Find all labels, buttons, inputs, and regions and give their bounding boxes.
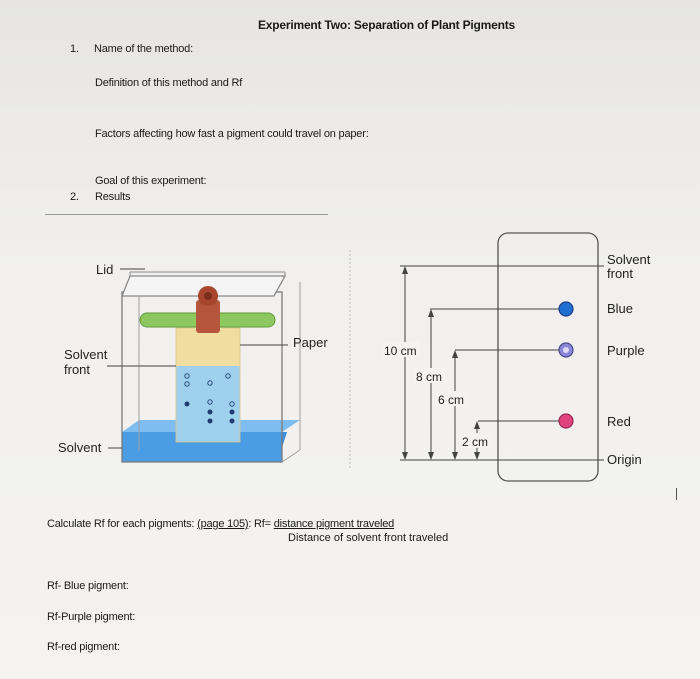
paper-label: Paper [293, 335, 328, 350]
chromatography-tank [107, 268, 301, 463]
left-solvent-front-label-1: Solvent [64, 347, 108, 362]
factors-label: Factors affecting how fast a pigment cou… [95, 128, 369, 140]
red-spot [558, 413, 574, 429]
right-solvent-front-label-1: Solvent [607, 252, 651, 267]
rf-red-label: Rf-red pigment: [47, 641, 120, 653]
pigment-spots [184, 373, 235, 424]
method-name-label: Name of the method: [94, 43, 193, 55]
dim-10cm-label: 10 cm [384, 344, 417, 358]
dim-6cm-label: 6 cm [438, 393, 464, 407]
goal-label: Goal of this experiment: [95, 175, 207, 187]
item-1-number: 1. [70, 43, 79, 55]
dim-2cm-label: 2 cm [462, 435, 488, 449]
calc-line: Calculate Rf for each pigments: (page 10… [47, 518, 394, 530]
blue-label: Blue [607, 301, 633, 316]
paper-clip [196, 300, 220, 333]
page-title: Experiment Two: Separation of Plant Pigm… [258, 18, 516, 32]
rf-purple-label: Rf-Purple pigment: [47, 611, 136, 623]
item-2-number: 2. [70, 191, 79, 203]
paper-strip [497, 232, 599, 482]
clip-knob-center [204, 292, 212, 300]
tank-lid [121, 275, 287, 297]
definition-label: Definition of this method and Rf [95, 77, 243, 89]
left-solvent-label: Solvent [58, 440, 102, 455]
right-solvent-front-label-2: front [607, 266, 633, 281]
dim-8cm-label: 8 cm [416, 370, 442, 384]
tank-bottom-edge [281, 449, 301, 463]
left-solvent-front-label-2: front [64, 362, 90, 377]
section-divider [45, 214, 328, 215]
calc-mid: : Rf= [248, 518, 274, 530]
blue-spot [558, 301, 574, 317]
calc-page-ref: (page 105) [197, 518, 249, 530]
lid-label: Lid [96, 262, 113, 277]
results-label: Results [95, 191, 131, 203]
purple-label: Purple [607, 343, 645, 358]
rf-denominator: Distance of solvent front traveled [288, 532, 449, 544]
rf-numerator: distance pigment traveled [273, 518, 395, 530]
text-cursor [676, 488, 677, 500]
red-label: Red [607, 414, 631, 429]
rf-blue-label: Rf- Blue pigment: [47, 580, 129, 592]
paper-upper [176, 328, 240, 366]
origin-label: Origin [607, 452, 642, 467]
chromatogram [400, 232, 604, 482]
calc-prefix: Calculate Rf for each pigments: [47, 518, 195, 530]
